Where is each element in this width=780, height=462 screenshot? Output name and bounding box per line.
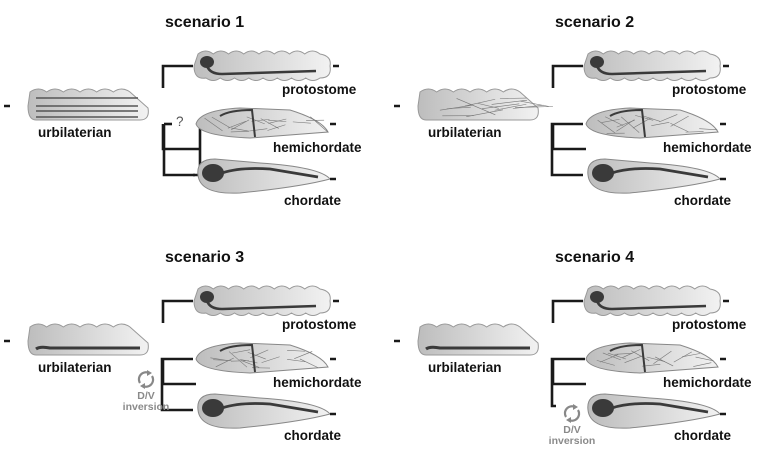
tree-branch	[553, 301, 583, 323]
tree-branch	[553, 124, 586, 149]
hemichordate-label: hemichordate	[663, 140, 752, 155]
brain	[202, 164, 224, 182]
hemichordate-body	[586, 108, 718, 138]
chordate-label: chordate	[284, 428, 341, 443]
brain	[202, 399, 224, 417]
protostome-body	[194, 51, 330, 81]
hemichordate-label: hemichordate	[273, 140, 362, 155]
tree-branch	[553, 359, 586, 384]
protostome-body	[194, 286, 330, 316]
scenario-panel: scenario 2 urbilaterian protostome hemichor…	[390, 0, 780, 231]
urbilaterian-label: urbilaterian	[428, 125, 502, 140]
chordate-label: chordate	[284, 193, 341, 208]
protostome-body	[584, 286, 720, 316]
tree-branch	[552, 124, 583, 149]
ventral-nerve-cord	[426, 347, 530, 349]
urbilaterian-body	[418, 89, 538, 120]
chordate-label: chordate	[674, 428, 731, 443]
hemichordate-label: hemichordate	[273, 375, 362, 390]
urbilaterian-body	[28, 324, 148, 355]
protostome-label: protostome	[282, 82, 356, 97]
urbilaterian-label: urbilaterian	[38, 125, 112, 140]
scenario-title: scenario 1	[165, 14, 244, 32]
hemichordate-label: hemichordate	[663, 375, 752, 390]
protostome-body	[584, 51, 720, 81]
tree-branch	[552, 149, 583, 175]
ventral-nerve-cord	[36, 347, 140, 349]
hemichordate-body	[196, 343, 328, 373]
brain	[592, 164, 614, 182]
scenario-panel: ? scenario 1 urbilaterian protostome hemicho…	[0, 0, 390, 231]
rotation-arrows-icon	[139, 370, 153, 389]
tree-branch	[552, 384, 556, 406]
rotation-arrows-icon	[565, 404, 579, 423]
scenario-panel: D/Vinversion scenario 3 urbilaterian protos…	[0, 231, 390, 462]
urbilaterian-label: urbilaterian	[428, 360, 502, 375]
uncertain-marker: ?	[176, 114, 184, 129]
tree-branch	[162, 359, 193, 384]
urbilaterian-label: urbilaterian	[38, 360, 112, 375]
urbilaterian-body	[28, 89, 148, 120]
scenario-panel: D/Vinversion scenario 4 urbilaterian protos…	[390, 231, 780, 462]
tree-branch	[553, 66, 583, 88]
scenario-title: scenario 2	[555, 14, 634, 32]
inversion-label: inversion	[542, 436, 602, 447]
chordate-label: chordate	[674, 193, 731, 208]
tree-branch	[163, 66, 193, 88]
protostome-label: protostome	[672, 317, 746, 332]
dv-inversion-label: D/Vinversion	[116, 391, 176, 413]
tree-branch	[552, 359, 585, 384]
urbilaterian-body	[418, 324, 538, 355]
inversion-label: inversion	[116, 402, 176, 413]
dv-inversion-label: D/Vinversion	[542, 425, 602, 447]
hemichordate-body	[586, 343, 718, 373]
protostome-label: protostome	[672, 82, 746, 97]
tree-branch	[163, 301, 193, 323]
scenario-title: scenario 4	[555, 249, 634, 267]
brain	[592, 399, 614, 417]
protostome-label: protostome	[282, 317, 356, 332]
tree-branch	[163, 359, 196, 384]
scenario-title: scenario 3	[165, 249, 244, 267]
